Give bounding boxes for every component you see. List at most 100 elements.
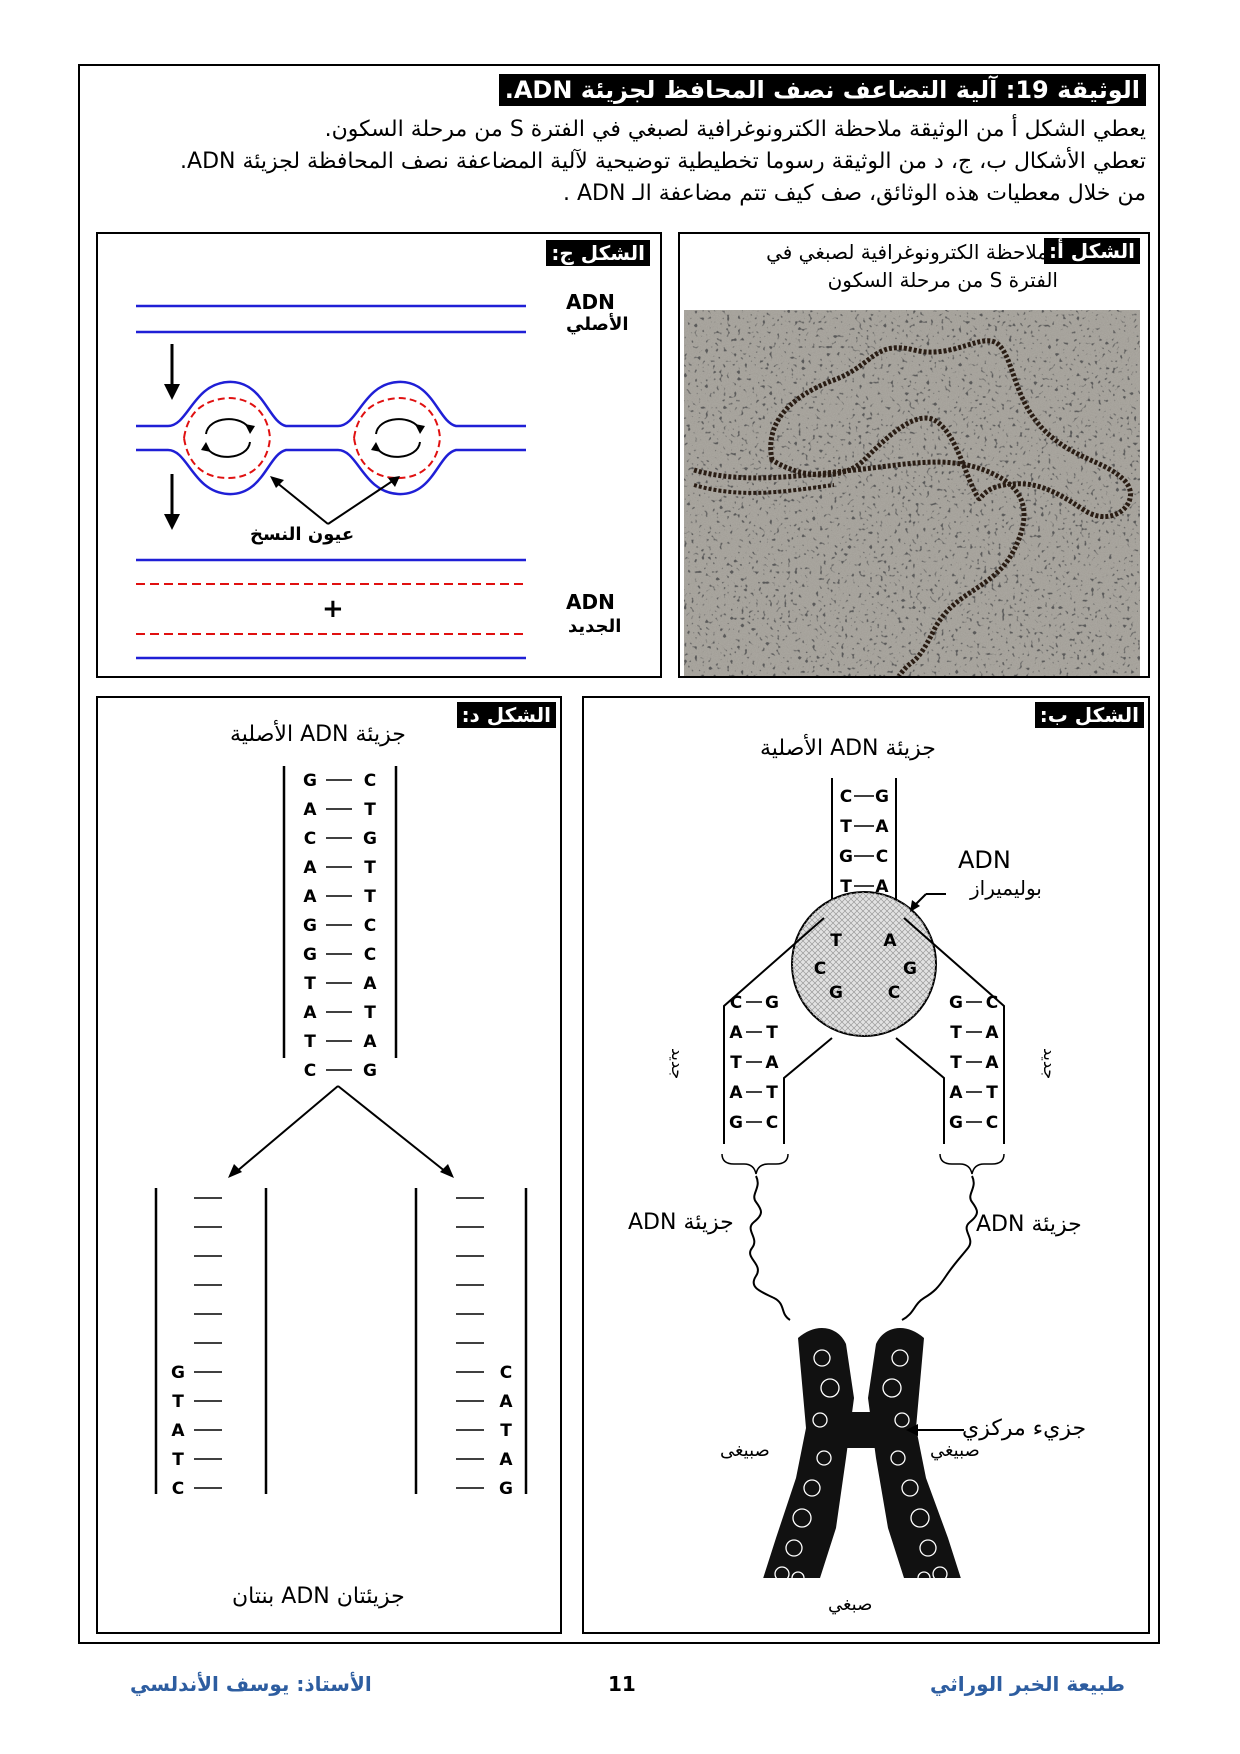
- top-base-right: G: [875, 787, 889, 807]
- original-adn-label-2: الأصلي: [566, 314, 629, 335]
- top-base-right: A: [875, 877, 889, 897]
- polymerase-base: G: [903, 959, 917, 979]
- document-title: الوثيقة 19: آلية التضاعف نصف المحافظ لجز…: [498, 74, 1146, 106]
- base-left: A: [303, 800, 317, 820]
- right-fork-base: C: [986, 1113, 998, 1133]
- daughter-left-base: T: [172, 1392, 184, 1412]
- centromere-label: جزيء مركزي: [962, 1416, 1087, 1441]
- base-right: G: [363, 829, 377, 849]
- right-fork-base: G: [949, 993, 963, 1013]
- intro-text: يعطي الشكل أ من الوثيقة ملاحظة الكترونوغ…: [96, 114, 1146, 210]
- figure-c-panel: الشكل ج: ADN الأصلي عيون النسخ + ADN الج…: [96, 232, 662, 678]
- molecule-label-right: جزيئة ADN: [976, 1212, 1082, 1237]
- daughter-right-base: G: [499, 1479, 513, 1499]
- daughter-left-base: T: [172, 1450, 184, 1470]
- right-fork-base: A: [985, 1023, 999, 1043]
- daughter-left-base: A: [171, 1421, 185, 1441]
- footer-topic: طبيعة الخبر الوراثي: [930, 1672, 1125, 1696]
- chromatid-label-right: صبيغي: [930, 1440, 980, 1461]
- intro-line-3: من خلال معطيات هذه الوثائق، صف كيف تتم م…: [563, 181, 1146, 206]
- left-fork-base: C: [766, 1113, 778, 1133]
- base-right: C: [364, 771, 376, 791]
- figure-a-caption-2: الفترة S من مرحلة السكون: [827, 268, 1058, 292]
- base-right: A: [363, 974, 377, 994]
- intro-line-2: تعطي الأشكال ب، ج، د من الوثيقة رسوما تخ…: [180, 149, 1146, 174]
- right-fork-base: A: [949, 1083, 963, 1103]
- right-fork-base: T: [950, 1023, 962, 1043]
- base-left: A: [303, 1003, 317, 1023]
- polymerase-base: T: [830, 931, 842, 951]
- daughter-right-base: C: [500, 1363, 512, 1383]
- daughter-right-base: T: [500, 1421, 512, 1441]
- left-fork-base: C: [730, 993, 742, 1013]
- top-base-left: T: [840, 817, 852, 837]
- base-left: G: [303, 771, 317, 791]
- figure-a-panel: الشكل أ: ملاحظة الكترونوغرافية لصبغي في …: [678, 232, 1150, 678]
- base-right: A: [363, 1032, 377, 1052]
- base-right: T: [364, 858, 376, 878]
- figure-b-original-label: جزيئة ADN الأصلية: [760, 736, 936, 761]
- polymerase-base: C: [814, 959, 826, 979]
- base-left: C: [304, 829, 316, 849]
- top-base-left: G: [839, 847, 853, 867]
- polymerase-label-1: ADN: [958, 846, 1011, 874]
- base-left: G: [303, 945, 317, 965]
- base-right: C: [364, 916, 376, 936]
- polymerase-label-2: بوليميراز: [970, 876, 1042, 900]
- daughter-right-base: A: [499, 1450, 513, 1470]
- new-strand-left: جديد: [668, 1048, 687, 1080]
- replication-eyes-label: عيون النسخ: [250, 524, 355, 545]
- new-strand-right: جديد: [1040, 1048, 1059, 1080]
- daughter-left-base: G: [171, 1363, 185, 1383]
- footer-author: الأستاذ: يوسف الأندلسي: [130, 1672, 372, 1696]
- base-left: G: [303, 916, 317, 936]
- top-base-right: A: [875, 817, 889, 837]
- polymerase-base: C: [888, 983, 900, 1003]
- footer-page-number: 11: [608, 1672, 636, 1696]
- left-fork-base: T: [766, 1023, 778, 1043]
- new-adn-label-2: الجديد: [568, 616, 622, 637]
- right-fork-base: T: [950, 1053, 962, 1073]
- figure-c-tag: الشكل ج:: [546, 240, 650, 266]
- left-fork-base: A: [729, 1083, 743, 1103]
- polymerase-base: G: [829, 983, 843, 1003]
- plus-sign: +: [322, 594, 344, 624]
- left-fork-base: A: [729, 1023, 743, 1043]
- polymerase-base: A: [883, 931, 897, 951]
- base-left: A: [303, 858, 317, 878]
- figure-d-original-label: جزيئة ADN الأصلية: [230, 722, 406, 747]
- right-fork-base: T: [986, 1083, 998, 1103]
- right-fork-base: G: [949, 1113, 963, 1133]
- base-right: T: [364, 887, 376, 907]
- base-left: T: [304, 974, 316, 994]
- replication-diagram: [136, 304, 526, 660]
- right-fork-base: A: [985, 1053, 999, 1073]
- original-adn-label-1: ADN: [566, 290, 615, 314]
- right-fork-base: C: [986, 993, 998, 1013]
- base-left: A: [303, 887, 317, 907]
- top-base-left: C: [840, 787, 852, 807]
- base-left: T: [304, 1032, 316, 1052]
- left-fork-base: T: [730, 1053, 742, 1073]
- chromatid-label-left: صبيغى: [720, 1440, 770, 1461]
- base-right: G: [363, 1061, 377, 1081]
- left-fork-base: G: [729, 1113, 743, 1133]
- left-fork-base: A: [765, 1053, 779, 1073]
- daughter-right-base: A: [499, 1392, 513, 1412]
- figure-d-tag: الشكل د:: [456, 702, 556, 728]
- base-right: T: [364, 800, 376, 820]
- electron-micrograph: [684, 310, 1140, 676]
- left-fork-base: T: [766, 1083, 778, 1103]
- figure-a-caption-1: ملاحظة الكترونوغرافية لصبغي في: [766, 240, 1048, 264]
- intro-line-1: يعطي الشكل أ من الوثيقة ملاحظة الكترونوغ…: [324, 117, 1146, 142]
- left-fork-base: G: [765, 993, 779, 1013]
- document-frame: الوثيقة 19: آلية التضاعف نصف المحافظ لجز…: [78, 64, 1160, 1644]
- figure-a-tag: الشكل أ:: [1043, 238, 1140, 264]
- base-right: T: [364, 1003, 376, 1023]
- figure-b-tag: الشكل ب:: [1034, 702, 1144, 728]
- new-adn-label-1: ADN: [566, 590, 615, 614]
